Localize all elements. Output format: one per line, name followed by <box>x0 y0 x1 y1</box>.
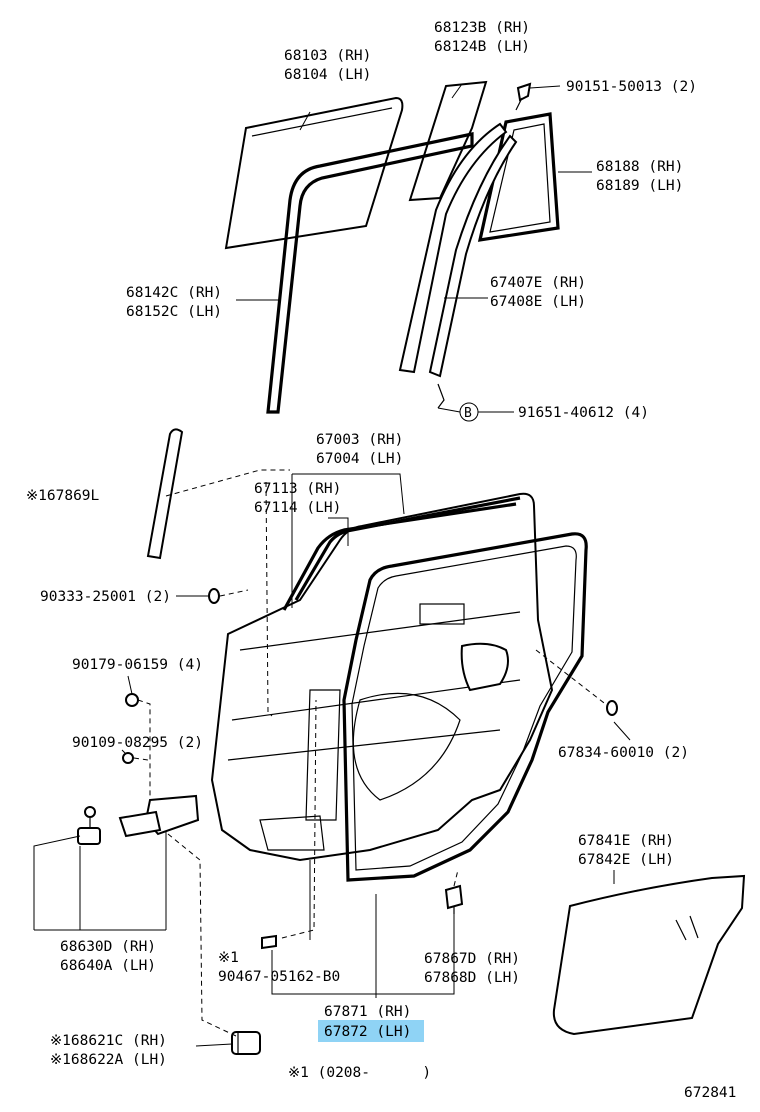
label-68142c: 68142C (RH) <box>126 285 222 301</box>
door-weatherstrip-drawing[interactable] <box>342 532 588 882</box>
label-67003: 67003 (RH) <box>316 432 403 448</box>
door-panel-drawing[interactable] <box>210 492 554 862</box>
label-67004: 67004 (LH) <box>316 451 403 467</box>
door-hinge-drawing[interactable] <box>77 693 200 845</box>
label-68103: 68103 (RH) <box>284 48 371 64</box>
highlight-67872 <box>318 1020 424 1042</box>
label-67867d: 67867D (RH) <box>424 951 520 967</box>
diagram-id: 672841 <box>684 1085 736 1101</box>
footnote: ※1 (0208- ) <box>288 1065 431 1081</box>
label-note1-mark: ※1 <box>218 950 239 966</box>
label-90151: 90151-50013 (2) <box>566 79 697 95</box>
door-check-drawing[interactable] <box>231 1031 261 1055</box>
label-67114: 67114 (LH) <box>254 500 341 516</box>
label-67407e: 67407E (RH) <box>490 275 586 291</box>
label-90109: 90109-08295 (2) <box>72 735 203 751</box>
label-68630d: 68630D (RH) <box>60 939 156 955</box>
label-67834: 67834-60010 (2) <box>558 745 689 761</box>
clip-drawing[interactable] <box>515 82 532 111</box>
quarter-weatherstrip-drawing[interactable] <box>477 112 560 242</box>
label-67871: 67871 (RH) <box>324 1004 411 1020</box>
quarter-glass-drawing[interactable] <box>408 80 488 202</box>
label-91651: 91651-40612 (4) <box>518 405 649 421</box>
label-68152c: 68152C (LH) <box>126 304 222 320</box>
label-67842e: 67842E (LH) <box>578 852 674 868</box>
label-167869l: ※167869L <box>26 488 100 504</box>
label-67113: 67113 (RH) <box>254 481 341 497</box>
label-68188: 68188 (RH) <box>596 159 683 175</box>
label-68640a: 68640A (LH) <box>60 958 156 974</box>
service-hole-cover-drawing[interactable] <box>552 874 746 1036</box>
label-67872[interactable]: 67872 (LH) <box>324 1024 411 1040</box>
plug-drawings[interactable] <box>208 588 618 950</box>
label-90179: 90179-06159 (4) <box>72 657 203 673</box>
glass-run-drawing[interactable] <box>266 132 474 414</box>
label-168622a: ※168622A (LH) <box>50 1052 167 1068</box>
label-90333: 90333-25001 (2) <box>40 589 171 605</box>
division-bar-drawing[interactable] <box>398 122 518 409</box>
door-glass-drawing[interactable] <box>224 96 404 250</box>
label-168621c: ※168621C (RH) <box>50 1033 167 1049</box>
label-68123b: 68123B (RH) <box>434 20 530 36</box>
label-68104: 68104 (LH) <box>284 67 371 83</box>
belt-weatherstrip-drawing[interactable] <box>146 428 184 560</box>
ref-b-circle <box>459 402 479 422</box>
label-68189: 68189 (LH) <box>596 178 683 194</box>
label-67408e: 67408E (LH) <box>490 294 586 310</box>
label-67841e: 67841E (RH) <box>578 833 674 849</box>
label-68124b: 68124B (LH) <box>434 39 530 55</box>
label-67868d: 67868D (LH) <box>424 970 520 986</box>
label-90467: 90467-05162-B0 <box>218 969 340 985</box>
ref-b-label: B <box>464 406 472 421</box>
